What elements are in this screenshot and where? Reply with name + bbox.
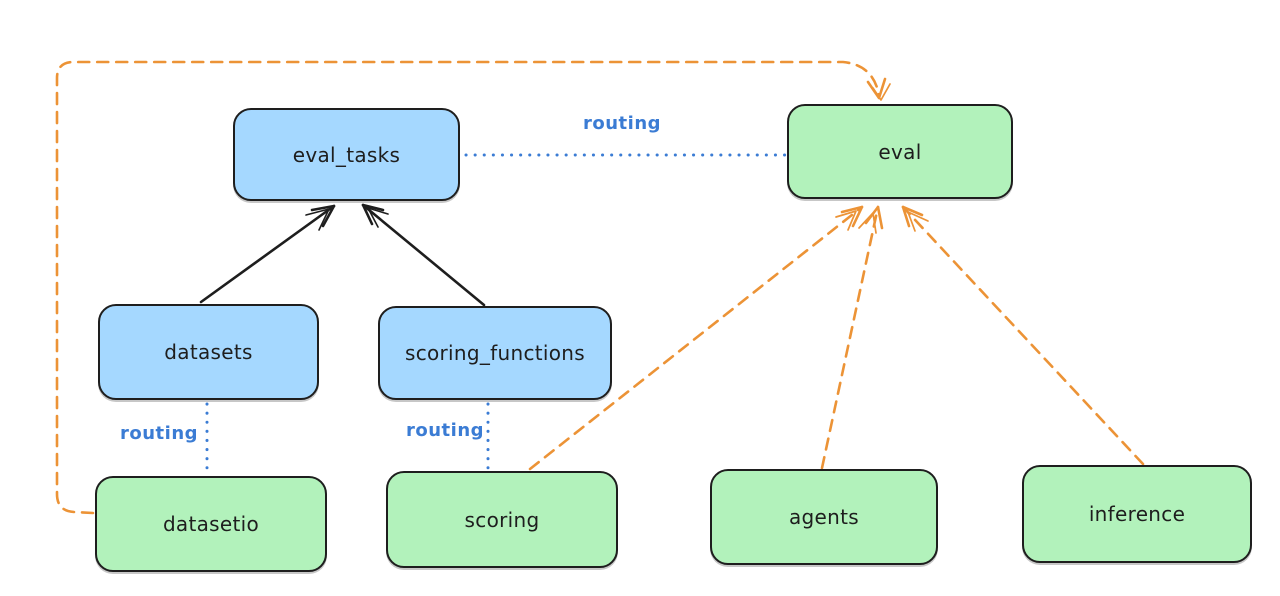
edge-scoring-to-eval: [528, 205, 864, 471]
node-datasets-label: datasets: [164, 340, 253, 364]
node-scoring: scoring: [386, 471, 618, 568]
node-eval: eval: [787, 104, 1013, 199]
edge-scoring-functions-to-eval-tasks: [361, 203, 486, 307]
node-agents-label: agents: [789, 505, 859, 529]
node-scoring-functions: scoring_functions: [378, 306, 612, 400]
edge-datasets-to-eval-tasks: [199, 204, 336, 304]
edge-inference-to-eval: [901, 205, 1145, 466]
edge-agents-to-eval: [820, 205, 884, 470]
node-scoring-functions-label: scoring_functions: [404, 341, 586, 365]
node-eval-tasks-label: eval_tasks: [292, 142, 401, 167]
node-inference-label: inference: [1088, 502, 1186, 526]
node-inference: inference: [1022, 465, 1252, 563]
node-datasetio: datasetio: [95, 476, 327, 572]
node-datasetio-label: datasetio: [162, 512, 260, 536]
edge-label-routing-datasets-datasetio: routing: [120, 423, 199, 444]
node-scoring-label: scoring: [464, 507, 540, 532]
edge-label-routing-eval-tasks-eval: routing: [583, 113, 662, 134]
node-eval-label: eval: [878, 139, 922, 164]
node-datasets: datasets: [98, 304, 319, 400]
node-eval-tasks: eval_tasks: [233, 108, 460, 201]
node-agents: agents: [710, 469, 938, 565]
edge-datasetio-to-eval: [55, 60, 891, 515]
edge-label-routing-scoring-functions-scoring: routing: [406, 420, 485, 441]
